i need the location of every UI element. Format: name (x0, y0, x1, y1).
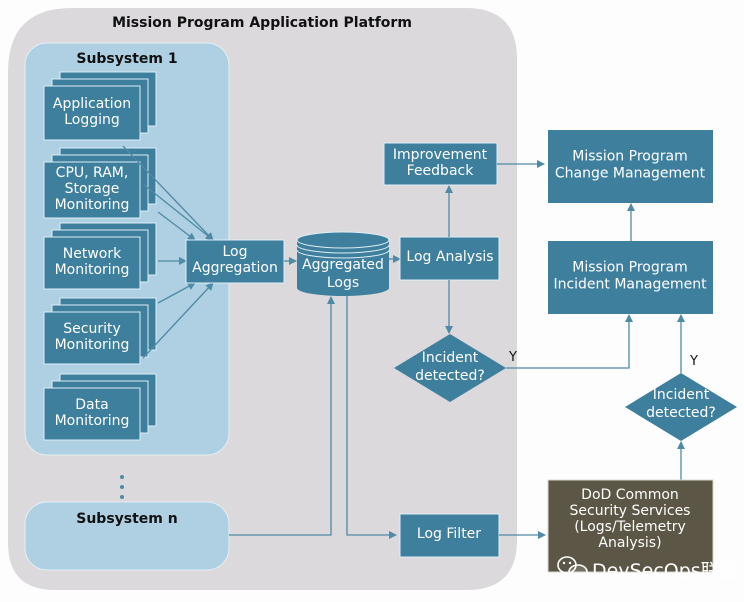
item-card (43, 387, 141, 441)
text-line: Log Analysis (406, 249, 493, 265)
text-line: Aggregation (192, 260, 278, 276)
decision-right-label: Incident detected? (646, 387, 716, 421)
text-line: Improvement (393, 147, 488, 163)
subsystem-1-title: Subsystem 1 (76, 51, 177, 67)
decision-left-yes-label: Y (508, 350, 517, 365)
text-line: (Logs/Telemetry (574, 519, 686, 535)
text-line: Incident Management (553, 277, 707, 293)
improvement-feedback-box[interactable] (383, 142, 498, 186)
item-connectors (122, 145, 214, 359)
text-line: CPU, RAM, (56, 165, 129, 181)
text-line: Network (63, 246, 122, 262)
incident-detected-decision-right[interactable] (625, 373, 737, 441)
text-line: Security Services (570, 503, 691, 519)
decision-left-label: Incident detected? (415, 350, 485, 384)
text-line: Log Filter (417, 526, 481, 542)
log-analysis-label: Log Analysis (406, 249, 493, 265)
item-card (43, 236, 141, 290)
text-line: Change Management (555, 166, 706, 182)
text-line: Analysis) (598, 535, 661, 551)
ellipsis-dots (120, 475, 124, 499)
text-line: Log (222, 244, 247, 260)
item-card (43, 161, 141, 219)
decision-right-yes-label: Y (689, 354, 698, 369)
text-line: Incident (422, 350, 479, 366)
subsystem-n-title: Subsystem n (76, 511, 177, 527)
text-line: Monitoring (55, 197, 130, 213)
text-line: Security (63, 321, 121, 337)
subsystem-n-container (24, 501, 230, 571)
text-line: Logs (327, 275, 359, 291)
text-line: Storage (65, 181, 120, 197)
text-line: Data (75, 397, 108, 413)
text-line: Mission Program (572, 260, 687, 276)
text-line: detected? (415, 368, 485, 384)
text-line: Logging (64, 112, 120, 128)
log-filter-label: Log Filter (417, 526, 481, 542)
log-filter-box[interactable] (399, 513, 500, 558)
text-line: detected? (646, 405, 716, 421)
watermark-text: DevSecOps联盟 (592, 560, 739, 582)
item-card (43, 311, 141, 365)
text-line: Incident (653, 387, 710, 403)
incident-detected-decision-left[interactable] (394, 334, 506, 402)
watermark: DevSecOps联盟 (557, 556, 739, 582)
text-line: Feedback (407, 163, 475, 179)
change-management-box[interactable] (548, 130, 713, 203)
item-card (43, 85, 141, 141)
platform-title: Mission Program Application Platform (112, 15, 412, 31)
text-line: Monitoring (55, 413, 130, 429)
dod-security-services-box[interactable] (547, 479, 714, 573)
wechat-icon (557, 556, 588, 580)
text-line: Mission Program (572, 149, 687, 165)
text-line: Monitoring (55, 337, 130, 353)
text-line: Monitoring (55, 262, 130, 278)
text-line: Application (53, 96, 131, 112)
incident-management-box[interactable] (548, 241, 713, 314)
aggregated-logs-database[interactable] (296, 231, 390, 296)
text-line: Aggregated (302, 257, 384, 273)
log-aggregation-box[interactable] (185, 239, 285, 284)
text-line: DoD Common (581, 487, 679, 503)
